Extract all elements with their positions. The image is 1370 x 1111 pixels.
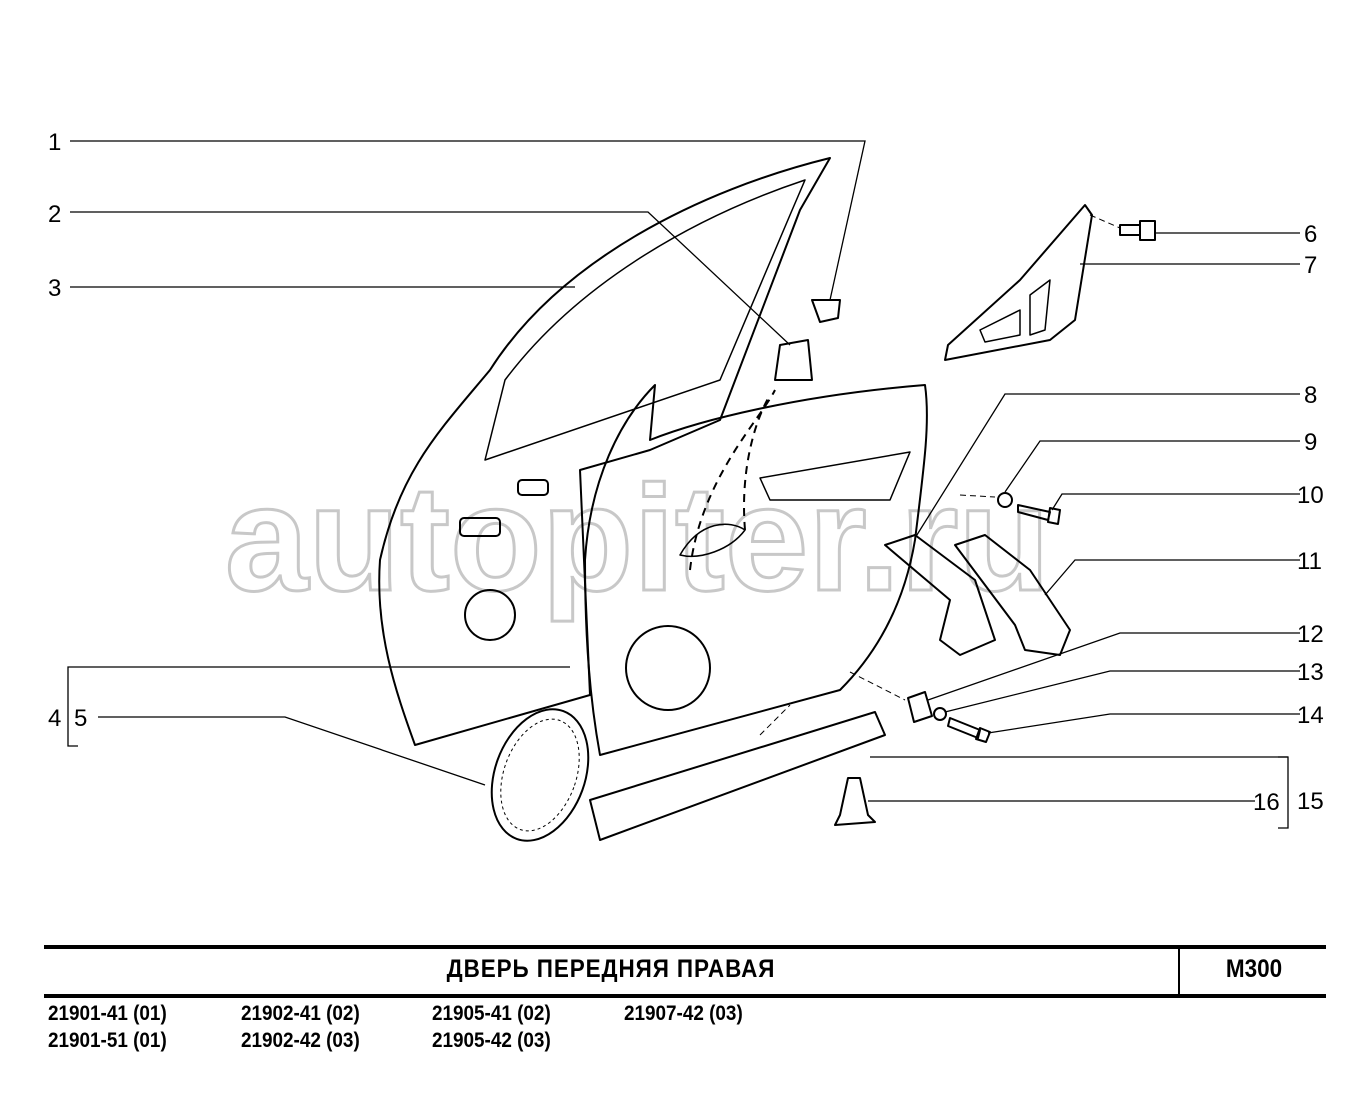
callout-11: 11 [1297, 548, 1322, 575]
callout-2: 2 [48, 201, 61, 228]
door-trim-panel [584, 384, 928, 756]
mirror-bracket [944, 204, 1093, 361]
diagram-title: ДВЕРЬ ПЕРЕДНЯЯ ПРАВАЯ [446, 955, 776, 983]
screw [1017, 504, 1061, 525]
screw [947, 717, 991, 743]
model-code: 21901-41 (01) [48, 1002, 167, 1025]
callout-1: 1 [48, 129, 61, 156]
washer [997, 492, 1013, 508]
callout-9: 9 [1304, 429, 1317, 456]
callout-14: 14 [1297, 702, 1324, 729]
speaker-grille [490, 708, 590, 842]
callout-3: 3 [48, 275, 61, 302]
callout-4: 4 [48, 705, 61, 732]
model-code: 21905-42 (03) [432, 1029, 551, 1052]
callout-8: 8 [1304, 382, 1317, 409]
door-window-opening [484, 179, 806, 461]
armrest-handle [884, 534, 996, 656]
title-block: ДВЕРЬ ПЕРЕДНЯЯ ПРАВАЯ M300 [44, 945, 1326, 998]
clip [811, 299, 841, 323]
door-parts-diagram: autopiter.ru [48, 129, 1324, 842]
leader-lines [67, 140, 1300, 829]
code-cell: M300 [1178, 949, 1328, 994]
model-code: 21901-51 (01) [48, 1029, 167, 1052]
model-code: 21907-42 (03) [624, 1002, 743, 1025]
push-clip [834, 777, 876, 826]
callout-12: 12 [1297, 621, 1324, 648]
callout-7: 7 [1304, 252, 1317, 279]
callout-6: 6 [1304, 221, 1317, 248]
model-code: 21905-41 (02) [432, 1002, 551, 1025]
callout-10: 10 [1297, 482, 1324, 509]
clip-nut [907, 691, 933, 723]
watermark: autopiter.ru [225, 454, 1050, 622]
door-frame [378, 157, 831, 746]
sill-trim [589, 711, 886, 841]
callout-5: 5 [74, 705, 87, 732]
washer [933, 707, 947, 721]
callout-16: 16 [1253, 789, 1280, 816]
callout-15: 15 [1297, 788, 1324, 815]
bolt [1119, 220, 1156, 241]
model-code: 21902-41 (02) [241, 1002, 360, 1025]
callout-13: 13 [1297, 659, 1324, 686]
handle-cover [954, 534, 1071, 656]
model-code: 21902-42 (03) [241, 1029, 360, 1052]
diagram-code: M300 [1225, 955, 1283, 983]
lock-bracket [774, 339, 813, 381]
